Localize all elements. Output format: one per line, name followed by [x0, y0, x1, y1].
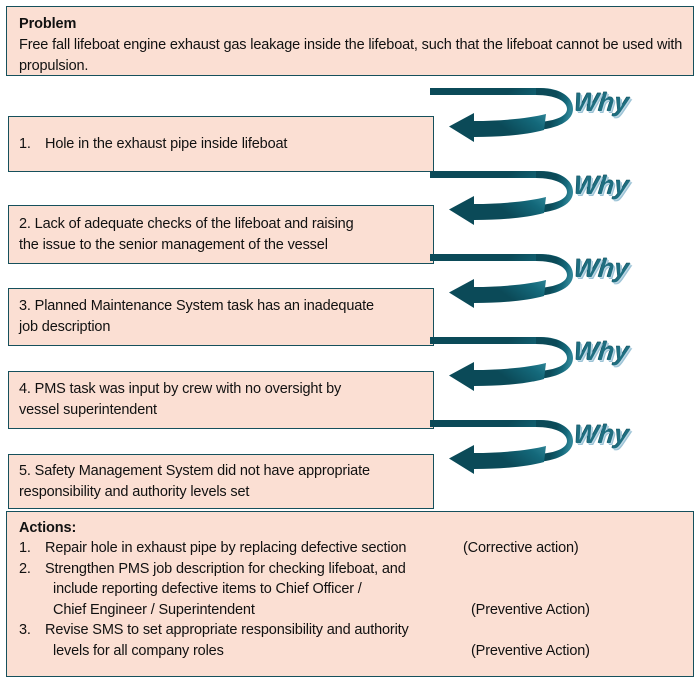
action-text: Strengthen PMS job description for check…	[45, 560, 406, 577]
cause-line: 5. Safety Management System did not have…	[19, 462, 370, 479]
action-text: Repair hole in exhaust pipe by replacing…	[45, 540, 407, 556]
action-row: include reporting defective items to Chi…	[19, 579, 683, 600]
circular-arrow-icon	[430, 337, 573, 391]
action-number-1: 1.	[19, 540, 31, 556]
action-tag-spacer	[463, 620, 683, 641]
circular-arrow-1	[428, 85, 576, 147]
cause-text-5: 5. Safety Management System did not have…	[19, 461, 423, 503]
circular-arrow-icon	[430, 171, 573, 225]
action-tag-1: (Corrective action)	[463, 540, 579, 556]
cause-line: responsibility and authority levels set	[19, 483, 250, 500]
cause-box-2: 2. Lack of adequate checks of the lifebo…	[8, 205, 434, 264]
why-step-4: Why	[428, 334, 700, 396]
cause-line: 2. Lack of adequate checks of the lifebo…	[19, 215, 354, 232]
action-row: 1. Repair hole in exhaust pipe by replaci…	[19, 538, 683, 559]
action-number-spacer	[19, 579, 45, 600]
action-number-3: 3.	[19, 622, 31, 638]
actions-title: Actions:	[19, 520, 77, 536]
cause-number-1: 1.	[19, 135, 31, 152]
why-step-5: Why	[428, 417, 700, 479]
actions-box: Actions: 1. Repair hole in exhaust pipe b…	[6, 511, 694, 677]
action-tag-3: (Preventive Action)	[471, 642, 590, 659]
why-label-4: Why	[572, 336, 631, 366]
cause-text-3: 3. Planned Maintenance System task has a…	[19, 296, 423, 338]
action-row: 2. Strengthen PMS job description for che…	[19, 559, 683, 580]
action-text: Revise SMS to set appropriate responsibi…	[45, 622, 409, 638]
cause-text-1: 1.Hole in the exhaust pipe inside lifebo…	[19, 134, 423, 155]
cause-box-4: 4. PMS task was input by crew with no ov…	[8, 371, 434, 429]
problem-description: Free fall lifeboat engine exhaust gas le…	[19, 37, 683, 74]
why-step-3: Why	[428, 251, 700, 313]
circular-arrow-icon	[430, 420, 573, 474]
actions-list: 1. Repair hole in exhaust pipe by replaci…	[19, 538, 683, 661]
cause-text-2: 2. Lack of adequate checks of the lifebo…	[19, 214, 423, 256]
cause-box-5: 5. Safety Management System did not have…	[8, 454, 434, 509]
action-number-2: 2.	[19, 560, 31, 577]
why-label-1: Why	[572, 87, 631, 117]
cause-line: 3. Planned Maintenance System task has a…	[19, 298, 374, 314]
cause-line: 4. PMS task was input by crew with no ov…	[19, 381, 342, 397]
action-number-spacer	[19, 600, 45, 621]
action-tag-spacer	[463, 559, 683, 580]
action-text: include reporting defective items to Chi…	[53, 581, 362, 597]
cause-box-1: 1.Hole in the exhaust pipe inside lifebo…	[8, 116, 434, 172]
circular-arrow-icon	[430, 88, 573, 142]
problem-box: Problem Free fall lifeboat engine exhaus…	[6, 6, 694, 76]
action-row: Chief Engineer / Superintendent (Preventi…	[19, 600, 683, 621]
action-tag-2: (Preventive Action)	[471, 601, 590, 618]
action-row: 3. Revise SMS to set appropriate responsi…	[19, 620, 683, 641]
cause-text-4: 4. PMS task was input by crew with no ov…	[19, 379, 423, 421]
action-row: levels for all company roles (Preventive …	[19, 641, 683, 662]
circular-arrow-5	[428, 417, 576, 479]
cause-line: vessel superintendent	[19, 402, 157, 418]
circular-arrow-3	[428, 251, 576, 313]
action-tag-spacer	[471, 579, 683, 600]
action-text: levels for all company roles	[53, 642, 224, 659]
why-step-1: Why	[428, 85, 700, 147]
action-number-spacer	[19, 641, 45, 662]
circular-arrow-icon	[430, 254, 573, 308]
why-label-5: Why	[572, 419, 631, 449]
cause-line: job description	[19, 319, 111, 335]
action-text: Chief Engineer / Superintendent	[53, 601, 255, 618]
circular-arrow-4	[428, 334, 576, 396]
why-label-3: Why	[572, 253, 631, 283]
why-label-2: Why	[572, 170, 631, 200]
why-step-2: Why	[428, 168, 700, 230]
cause-box-3: 3. Planned Maintenance System task has a…	[8, 288, 434, 346]
cause-line: the issue to the senior management of th…	[19, 236, 328, 253]
problem-title: Problem	[19, 16, 77, 32]
circular-arrow-2	[428, 168, 576, 230]
